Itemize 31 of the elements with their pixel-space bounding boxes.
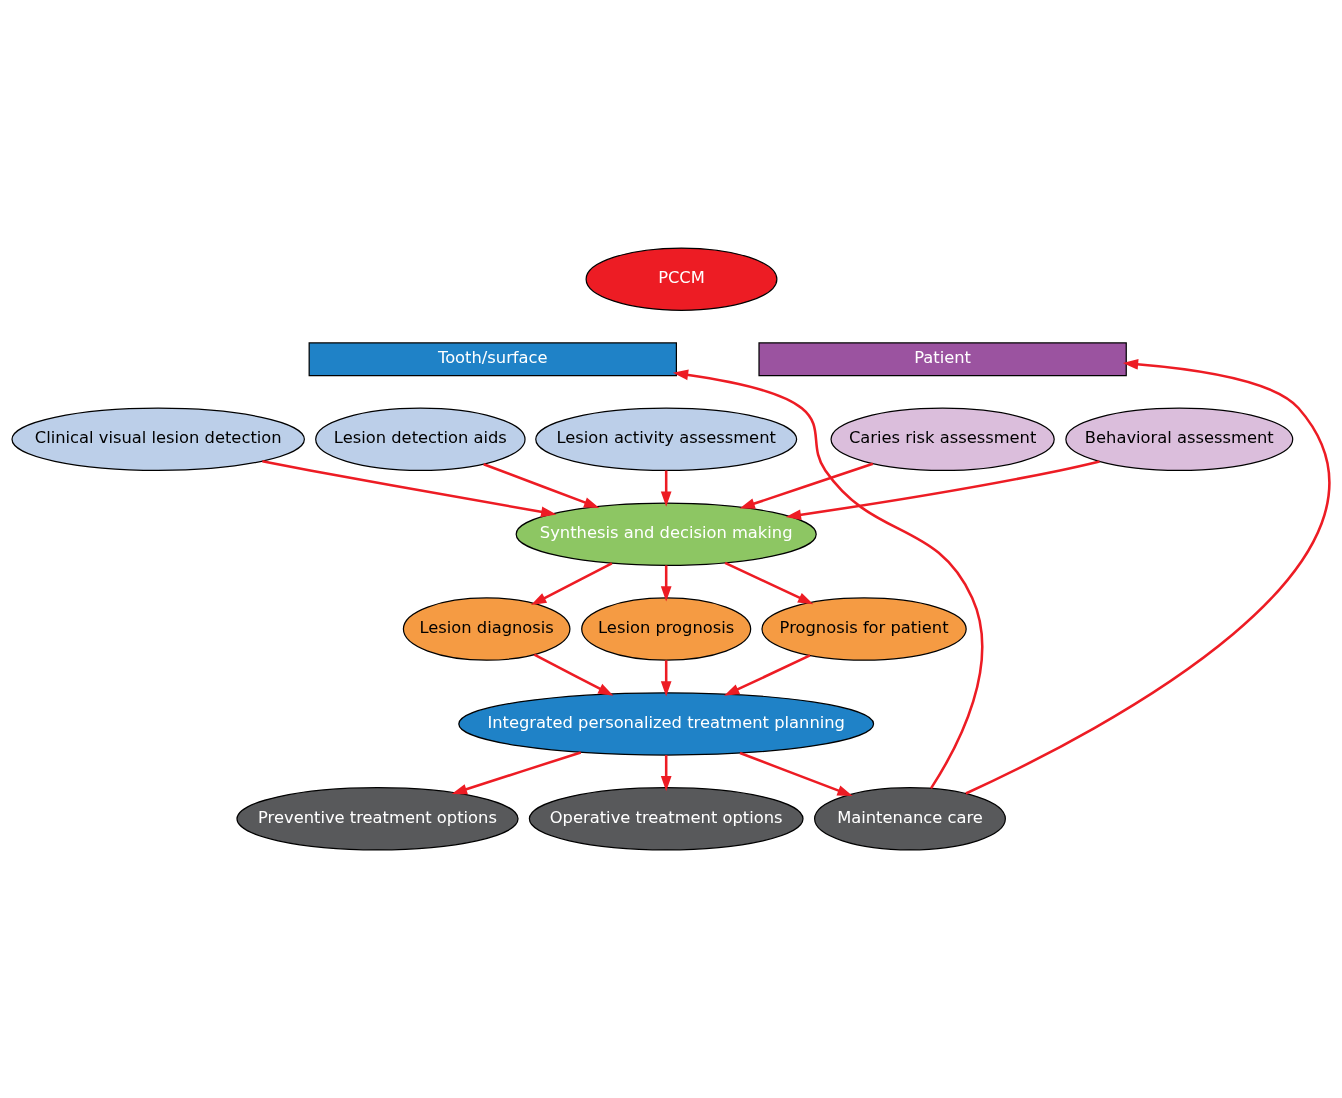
- arrow: [660, 565, 672, 602]
- node-ellipse: Preventive treatment options: [236, 787, 519, 851]
- node-ellipse: Clinical visual lesion detection: [11, 407, 305, 472]
- node-ellipse: Integrated personalized treatment planning: [458, 692, 875, 756]
- arrow: [672, 369, 984, 789]
- arrow: [451, 751, 582, 795]
- arrow: [965, 358, 1331, 795]
- node-ellipse: Synthesis and decision making: [515, 502, 817, 566]
- arrow: [739, 462, 874, 509]
- arrow: [739, 751, 853, 796]
- node-ellipse: Lesion detection aids: [315, 407, 526, 472]
- arrow: [724, 561, 814, 605]
- node-ellipse: Caries risk assessment: [830, 407, 1055, 472]
- node-ellipse: PCCM: [585, 247, 778, 311]
- arrow: [533, 653, 614, 696]
- arrow: [531, 562, 613, 606]
- node-ellipse: Operative treatment options: [528, 787, 804, 851]
- arrow: [660, 755, 672, 792]
- arrow: [785, 460, 1100, 521]
- arrow: [724, 654, 811, 696]
- node-ellipse: Lesion prognosis: [581, 597, 752, 661]
- arrow: [660, 470, 672, 507]
- node-ellipse: Lesion diagnosis: [402, 597, 571, 661]
- node-box: Tooth/surface: [308, 342, 677, 377]
- node-ellipse: Behavioral assessment: [1065, 407, 1294, 472]
- arrow: [660, 660, 672, 697]
- arrow: [483, 463, 600, 508]
- node-ellipse: Prognosis for patient: [761, 597, 967, 661]
- node-box: Patient: [758, 342, 1127, 377]
- node-ellipse: Lesion activity assessment: [535, 407, 798, 472]
- arrow: [262, 460, 557, 518]
